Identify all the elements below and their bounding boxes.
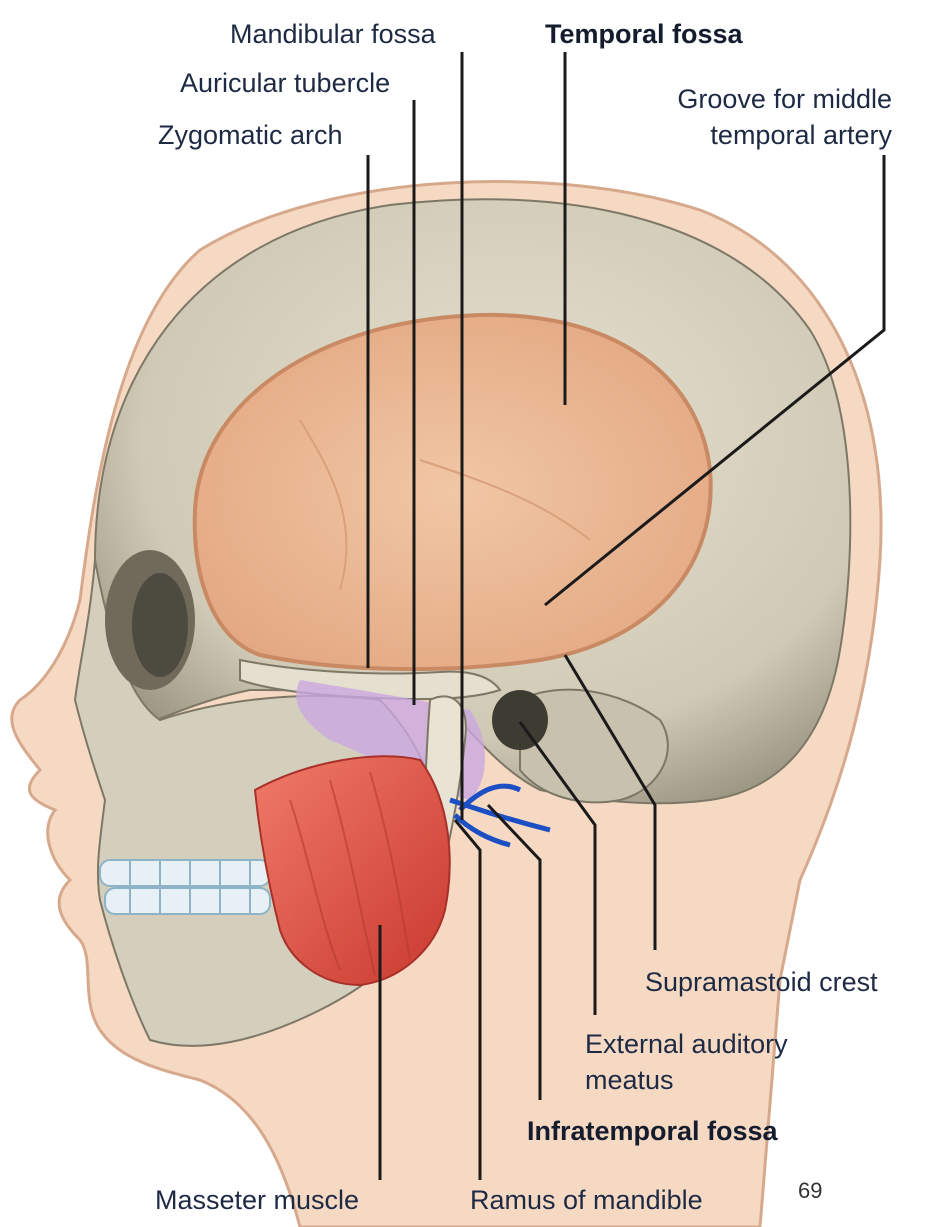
label-ramus-of-mandible: Ramus of mandible (470, 1185, 703, 1215)
label-external-auditory-line2: meatus (585, 1065, 674, 1095)
leader-lines (366, 52, 886, 1180)
label-infratemporal-fossa: Infratemporal fossa (527, 1116, 778, 1146)
label-external-auditory-line1: External auditory (585, 1029, 788, 1059)
label-masseter-muscle: Masseter muscle (155, 1185, 360, 1215)
external-auditory-meatus (492, 690, 548, 750)
teeth (99, 859, 271, 915)
label-temporal-fossa: Temporal fossa (545, 19, 743, 49)
label-auricular-tubercle: Auricular tubercle (180, 68, 391, 98)
label-supramastoid-crest: Supramastoid crest (645, 967, 878, 997)
label-groove-line1: Groove for middle (677, 84, 892, 114)
label-groove-line2: temporal artery (710, 120, 892, 150)
page-number: 69 (798, 1178, 823, 1203)
label-mandibular-fossa: Mandibular fossa (230, 19, 436, 49)
temporal-fossa-area (192, 312, 713, 672)
label-zygomatic-arch: Zygomatic arch (158, 120, 343, 150)
